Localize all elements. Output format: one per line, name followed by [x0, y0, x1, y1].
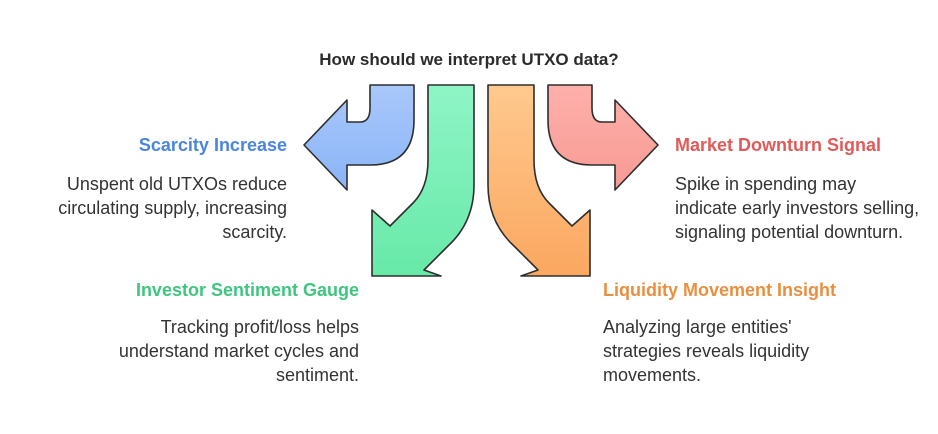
- desc-market-downturn-signal: Spike in spending may indicate early inv…: [675, 174, 920, 242]
- heading-market-downturn-signal: Market Downturn Signal: [675, 135, 882, 155]
- blue-arrow: [303, 84, 415, 191]
- heading-investor-sentiment-gauge: Investor Sentiment Gauge: [135, 280, 359, 300]
- green-arrow: [371, 84, 475, 277]
- heading-scarcity-increase: Scarcity Increase: [138, 135, 287, 155]
- desc-scarcity-increase: Unspent old UTXOs reduce circulating sup…: [58, 174, 287, 242]
- diagram-title: How should we interpret UTXO data?: [319, 50, 619, 69]
- desc-liquidity-movement-insight: Analyzing large entities' strategies rev…: [603, 317, 810, 385]
- red-arrow: [547, 84, 659, 191]
- desc-investor-sentiment-gauge: Tracking profit/loss helps understand ma…: [118, 317, 359, 385]
- orange-arrow: [487, 84, 591, 277]
- heading-liquidity-movement-insight: Liquidity Movement Insight: [603, 280, 836, 300]
